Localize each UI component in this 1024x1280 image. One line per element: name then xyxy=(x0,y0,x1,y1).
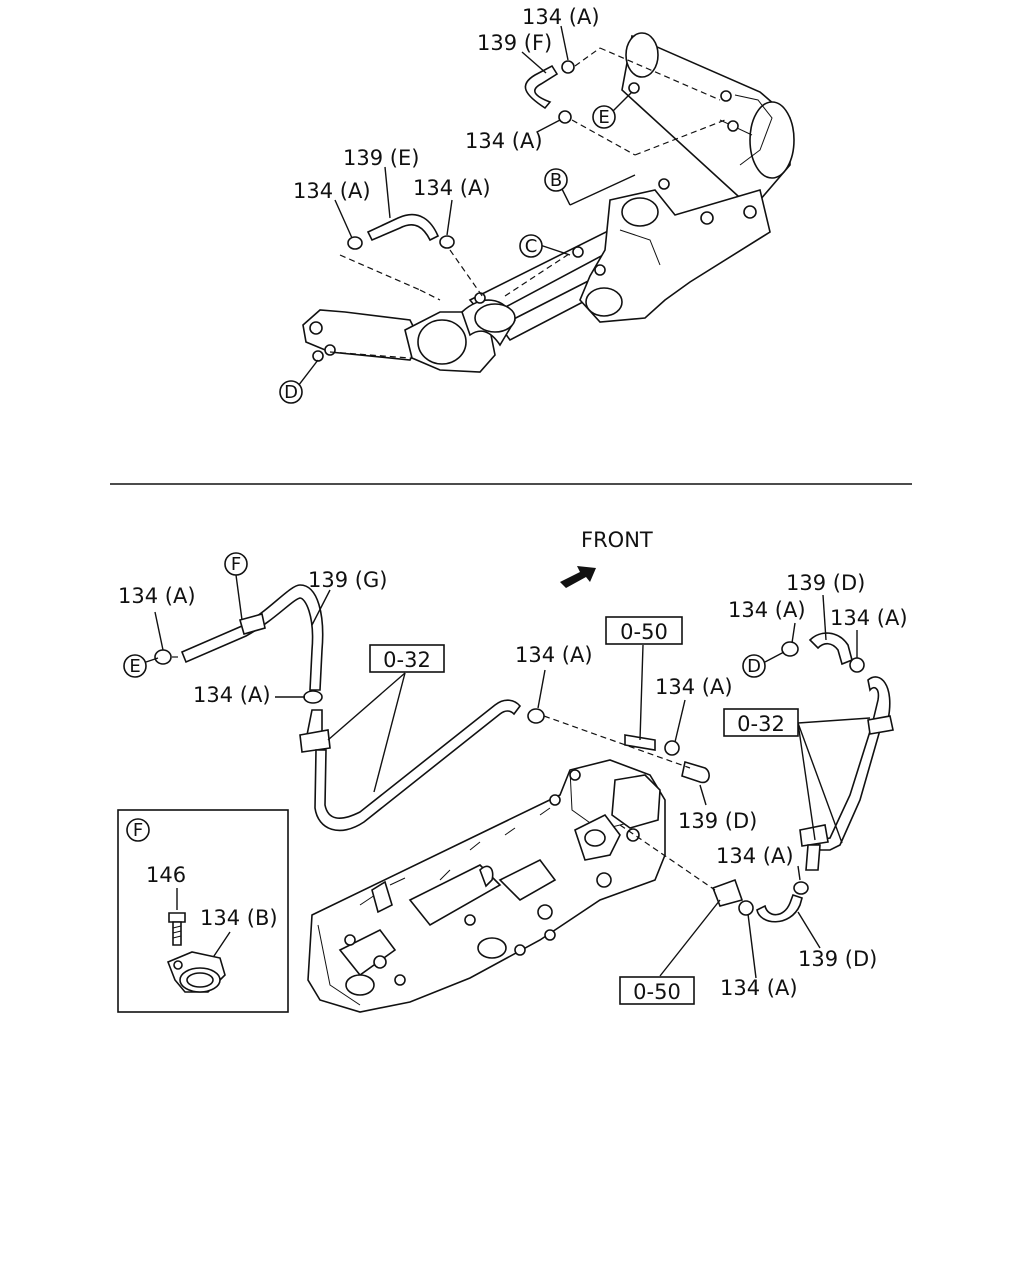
marker-d-top-text: D xyxy=(284,382,298,403)
inset-label-134b: 134 (B) xyxy=(200,906,278,930)
ref-box-o50-bottom: 0-50 xyxy=(619,976,695,1005)
left-pipe xyxy=(299,699,545,832)
marker-d-top: D xyxy=(279,380,303,404)
label-134a-top-1: 134 (A) xyxy=(522,5,600,29)
inset-label-146: 146 xyxy=(146,863,186,887)
front-indicator: FRONT xyxy=(560,528,653,588)
hose-139d-bottom xyxy=(756,881,809,923)
bottom-assembly: FRONT xyxy=(117,528,908,1013)
front-arrow-icon xyxy=(560,566,596,588)
marker-c-top: C xyxy=(519,234,543,258)
marker-f-bottom: F xyxy=(224,552,248,576)
label-134a-top-3: 134 (A) xyxy=(293,179,371,203)
marker-e-top-text: E xyxy=(598,107,609,128)
ref-box-o50-top-text: 0-50 xyxy=(620,620,668,644)
marker-f-bottom-text: F xyxy=(231,554,241,575)
clamp-134a-top-2 xyxy=(558,110,572,124)
marker-b-top-text: B xyxy=(550,170,562,191)
inset-f: F 146 134 (B) xyxy=(117,809,289,1013)
short-pipe-lower xyxy=(711,878,754,916)
label-134a-left: 134 (A) xyxy=(118,584,196,608)
bolt-146 xyxy=(168,912,186,946)
clamp-134a-top-1 xyxy=(561,60,575,74)
ref-box-o50-top: 0-50 xyxy=(605,616,683,645)
label-134a-top-4: 134 (A) xyxy=(413,176,491,200)
clamp-134a-top-4 xyxy=(439,235,455,249)
top-leaders xyxy=(294,25,726,391)
clamp-134a-left2 xyxy=(303,690,323,704)
label-139e: 139 (E) xyxy=(343,146,419,170)
marker-d-bottom-text: D xyxy=(747,656,761,677)
right-pipe xyxy=(799,676,894,871)
label-139d-top: 139 (D) xyxy=(786,571,865,595)
top-text-labels: 134 (A) 139 (F) 134 (A) 139 (E) 134 (A) … xyxy=(293,5,600,203)
label-134a-mid: 134 (A) xyxy=(515,643,593,667)
label-134a-right1: 134 (A) xyxy=(728,598,806,622)
ref-box-o32-right-text: 0-32 xyxy=(737,712,785,736)
ref-box-o32-left: 0-32 xyxy=(369,644,445,673)
marker-d-bottom: D xyxy=(742,654,766,678)
inset-f-marker-text: F xyxy=(133,820,143,841)
label-134a-top-2: 134 (A) xyxy=(465,129,543,153)
label-134a-right2: 134 (A) xyxy=(830,606,908,630)
clamp-134b xyxy=(166,951,226,993)
marker-b-top: B xyxy=(544,168,568,192)
marker-c-top-text: C xyxy=(525,236,538,257)
label-134a-bottom: 134 (A) xyxy=(720,976,798,1000)
marker-e-top: E xyxy=(592,105,616,129)
cylinder-head xyxy=(307,759,666,1013)
clamp-134a-top-3 xyxy=(347,236,363,250)
ref-box-o32-right: 0-32 xyxy=(723,708,799,737)
label-139g: 139 (G) xyxy=(308,568,387,592)
bottom-leaders xyxy=(154,574,871,979)
ref-box-o32-left-text: 0-32 xyxy=(383,648,431,672)
label-139f: 139 (F) xyxy=(477,31,552,55)
hose-139f xyxy=(524,64,559,110)
label-134a-right3: 134 (A) xyxy=(716,844,794,868)
label-139d-bottom: 139 (D) xyxy=(798,947,877,971)
marker-e-bottom-text: E xyxy=(129,656,140,677)
label-139d-mid: 139 (D) xyxy=(678,809,757,833)
exhaust-manifold xyxy=(572,188,771,323)
egr-cooler xyxy=(621,32,795,201)
front-label: FRONT xyxy=(581,528,653,552)
bottom-text-labels: 139 (G) 134 (A) 134 (A) 134 (A) 134 (A) … xyxy=(118,568,908,1000)
label-134a-left2: 134 (A) xyxy=(193,683,271,707)
ref-box-o50-bottom-text: 0-50 xyxy=(633,980,681,1004)
marker-e-bottom: E xyxy=(123,654,147,678)
hose-139g xyxy=(154,584,324,691)
hose-139d-top xyxy=(781,632,865,673)
left-flange-elbow xyxy=(302,292,516,373)
hose-139e xyxy=(366,213,440,242)
top-assembly: 134 (A) 139 (F) 134 (A) 139 (E) 134 (A) … xyxy=(279,5,795,404)
label-134a-mid2: 134 (A) xyxy=(655,675,733,699)
